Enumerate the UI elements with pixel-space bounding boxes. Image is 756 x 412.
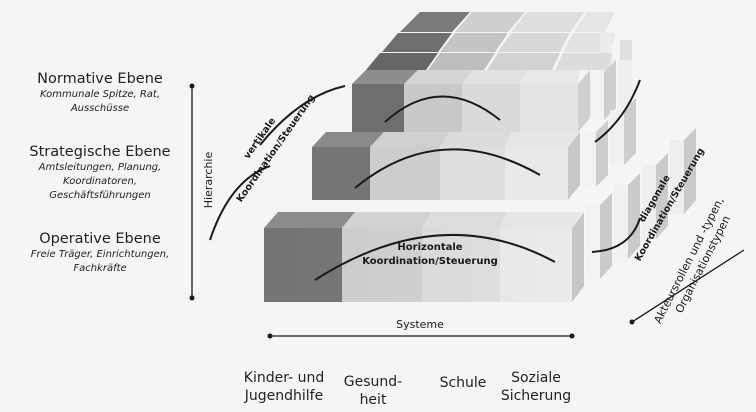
arc-operative — [314, 234, 556, 281]
arc-diagonal-lower — [591, 217, 641, 253]
systems-label: Systeme — [396, 318, 444, 331]
axis-hierarchy — [189, 83, 195, 301]
arc-normative — [384, 95, 501, 123]
axis-systems — [267, 333, 575, 339]
arc-diagonal-upper — [594, 79, 641, 143]
arc-vertical-upper — [259, 85, 346, 146]
system-label-line: Schule — [439, 375, 487, 391]
system-label-line: heit — [359, 392, 387, 408]
hierarchy-label: Hierarchie — [202, 152, 215, 209]
system-label-youth-welfare: Kinder- und Jugendhilfe — [228, 369, 340, 405]
level-strategic: Strategische Ebene Amtsleitungen, Planun… — [0, 143, 200, 203]
level-title: Strategische Ebene — [29, 144, 171, 160]
arc-vertical-lower — [209, 165, 271, 241]
level-desc-line: Freie Träger, Einrichtungen, — [30, 249, 170, 260]
system-label-line: Sicherung — [500, 388, 572, 404]
level-desc-line: Geschäftsführungen — [49, 190, 151, 201]
cube-tier-normative — [352, 60, 632, 132]
cube-back-layers — [366, 12, 632, 90]
level-desc-line: Amtsleitungen, Planung, — [38, 162, 162, 173]
system-label-line: Jugendhilfe — [244, 388, 324, 404]
level-desc-line: Fachkräfte — [73, 263, 127, 274]
level-desc-line: Koordinatoren, — [63, 176, 137, 187]
cube-tier-operative — [264, 128, 696, 302]
horizontal-coordination-line2: Koordination/Steuerung — [362, 256, 498, 267]
level-desc-line: Ausschüsse — [70, 103, 130, 114]
axis-actors — [629, 249, 745, 325]
level-title: Operative Ebene — [39, 231, 161, 247]
system-label-health: Gesund- heit — [338, 373, 408, 409]
level-normative: Normative Ebene Kommunale Spitze, Rat, A… — [0, 70, 200, 116]
system-label-school: Schule — [425, 374, 501, 392]
system-label-social-security: Soziale Sicherung — [488, 369, 584, 405]
coordination-arcs — [209, 79, 641, 281]
level-operative: Operative Ebene Freie Träger, Einrichtun… — [0, 230, 200, 276]
arc-strategic — [354, 148, 541, 189]
cube-tier-strategic — [312, 98, 636, 200]
system-label-line: Kinder- und — [243, 370, 325, 386]
horizontal-coordination-line1: Horizontale — [397, 242, 462, 253]
system-label-line: Soziale — [511, 370, 561, 386]
level-desc-line: Kommunale Spitze, Rat, — [39, 89, 161, 100]
system-label-line: Gesund- — [343, 374, 403, 390]
level-title: Normative Ebene — [37, 71, 163, 87]
